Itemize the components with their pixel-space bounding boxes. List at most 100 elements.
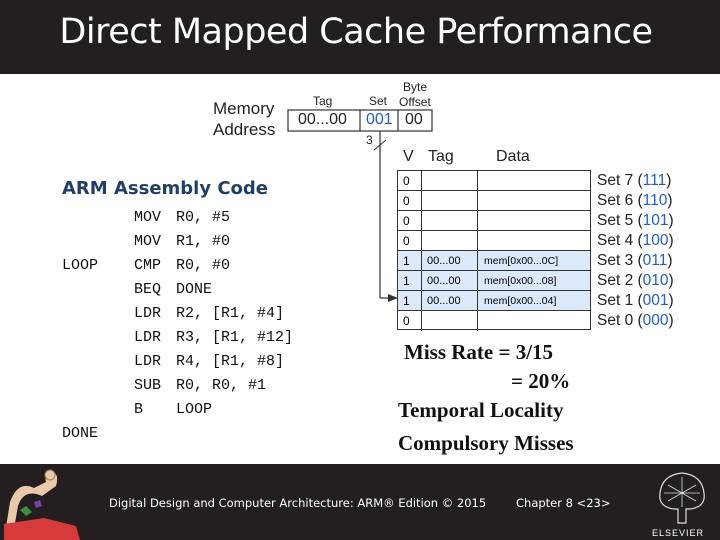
byte-offset-label-line2: Offset xyxy=(399,95,431,109)
set-bit-count: 3 xyxy=(366,133,373,147)
set-label: Set 4 (100) xyxy=(597,232,674,249)
assembly-operand: R2, [R1, #4] xyxy=(176,305,285,322)
data-cell xyxy=(478,231,590,250)
assembly-label xyxy=(62,278,98,302)
assembly-opcode: B xyxy=(134,401,144,418)
assembly-operand: R0, R0, #1 xyxy=(176,377,267,394)
cache-row: 0 xyxy=(398,211,590,231)
set-label: Set 2 (010) xyxy=(597,272,674,289)
valid-bit-cell: 0 xyxy=(398,231,422,250)
assembly-label xyxy=(62,326,98,350)
data-column-header: Data xyxy=(496,148,530,165)
slide-title: Direct Mapped Cache Performance xyxy=(59,12,653,52)
assembly-operand: LOOP xyxy=(176,401,213,418)
valid-bit-cell: 1 xyxy=(398,271,422,290)
address-tag-value: 00...00 xyxy=(298,111,347,128)
data-cell xyxy=(478,191,590,210)
assembly-label xyxy=(62,350,98,374)
footer-chapter: Chapter 8 <23> xyxy=(516,496,611,510)
assembly-labels: LOOP DONE xyxy=(62,206,98,446)
assembly-operand xyxy=(176,422,293,446)
byte-offset-label-line1: Byte xyxy=(403,80,428,94)
flexed-arm-logo-icon xyxy=(4,469,80,540)
assembly-opcode: MOV xyxy=(134,209,162,226)
valid-bit-cell: 0 xyxy=(398,211,422,230)
assembly-label xyxy=(62,302,98,326)
valid-bit-cell: 0 xyxy=(398,171,422,190)
address-offset-value: 00 xyxy=(405,111,423,128)
data-cell xyxy=(478,211,590,230)
tag-cell: 00...00 xyxy=(422,271,478,290)
set-label: Set 7 (111) xyxy=(597,172,672,189)
elsevier-wordmark: ELSEVIER xyxy=(652,528,705,538)
assembly-opcode: CMP xyxy=(134,257,162,274)
miss-rate-percent: = 20% xyxy=(511,369,571,393)
assembly-opcode: LDR xyxy=(134,305,162,322)
assembly-opcode: SUB xyxy=(134,377,162,394)
assembly-opcode: MOV xyxy=(134,233,162,250)
tag-cell xyxy=(422,211,478,230)
temporal-locality: Temporal Locality xyxy=(398,398,564,422)
data-cell: mem[0x00...08] xyxy=(484,275,557,287)
set-label: Set 3 (011) xyxy=(597,252,673,269)
cache-row: 0 xyxy=(398,231,590,251)
assembly-operand: R3, [R1, #12] xyxy=(176,329,294,346)
set-field-label: Set xyxy=(369,94,388,108)
cache-row: 0 xyxy=(398,171,590,191)
assembly-operand: R4, [R1, #8] xyxy=(176,353,285,370)
data-cell: mem[0x00...04] xyxy=(484,295,557,307)
memory-address-label-line2: Address xyxy=(213,120,276,139)
assembly-opcode: LDR xyxy=(134,353,162,370)
assembly-operand: R1, #0 xyxy=(176,233,231,250)
tag-cell: 00...00 xyxy=(422,251,478,270)
assembly-label xyxy=(62,206,98,230)
valid-bit-cell: 1 xyxy=(398,291,422,310)
assembly-operand: R0, #5 xyxy=(176,209,231,226)
valid-bit-cell: 0 xyxy=(398,311,422,331)
elsevier-tree-logo-icon xyxy=(648,467,716,533)
set-label: Set 1 (001) xyxy=(597,292,674,309)
cache-row: 0 xyxy=(398,311,590,331)
assembly-label: DONE xyxy=(62,425,99,442)
assembly-operands: R0, #5 R1, #0 R0, #0 DONE R2, [R1, #4] R3, [R… xyxy=(176,206,293,446)
tag-cell xyxy=(422,311,478,331)
cache-row: 0 xyxy=(398,191,590,211)
footer-bar xyxy=(0,464,720,540)
address-set-value: 001 xyxy=(366,111,393,128)
assembly-operand: DONE xyxy=(176,281,213,298)
data-cell xyxy=(478,171,590,190)
tag-cell: 00...00 xyxy=(422,291,478,310)
tag-cell xyxy=(422,191,478,210)
assembly-label xyxy=(62,398,98,422)
tag-cell xyxy=(422,171,478,190)
valid-bit-cell: 1 xyxy=(398,251,422,270)
set-label: Set 5 (101) xyxy=(597,212,674,229)
set-label: Set 6 (110) xyxy=(597,192,673,209)
set-label: Set 0 (000) xyxy=(597,312,674,329)
assembly-label xyxy=(62,374,98,398)
assembly-opcode: BEQ xyxy=(134,281,162,298)
memory-address-label-line1: Memory xyxy=(213,99,275,118)
valid-bit-cell: 0 xyxy=(398,191,422,210)
tag-field-label: Tag xyxy=(313,94,333,108)
valid-bit-header: V xyxy=(403,148,414,165)
miss-rate: Miss Rate = 3/15 xyxy=(404,340,554,364)
tag-column-header: Tag xyxy=(428,148,454,165)
assembly-heading: ARM Assembly Code xyxy=(62,178,269,199)
data-cell xyxy=(478,311,590,331)
compulsory-misses: Compulsory Misses xyxy=(398,431,574,455)
assembly-label xyxy=(62,230,98,254)
assembly-opcode xyxy=(134,422,161,446)
assembly-label: LOOP xyxy=(62,257,99,274)
data-cell: mem[0x00...0C] xyxy=(484,255,559,267)
title-bar xyxy=(0,0,720,74)
assembly-operand: R0, #0 xyxy=(176,257,231,274)
footer-book-title: Digital Design and Computer Architecture… xyxy=(109,496,487,510)
tag-cell xyxy=(422,231,478,250)
